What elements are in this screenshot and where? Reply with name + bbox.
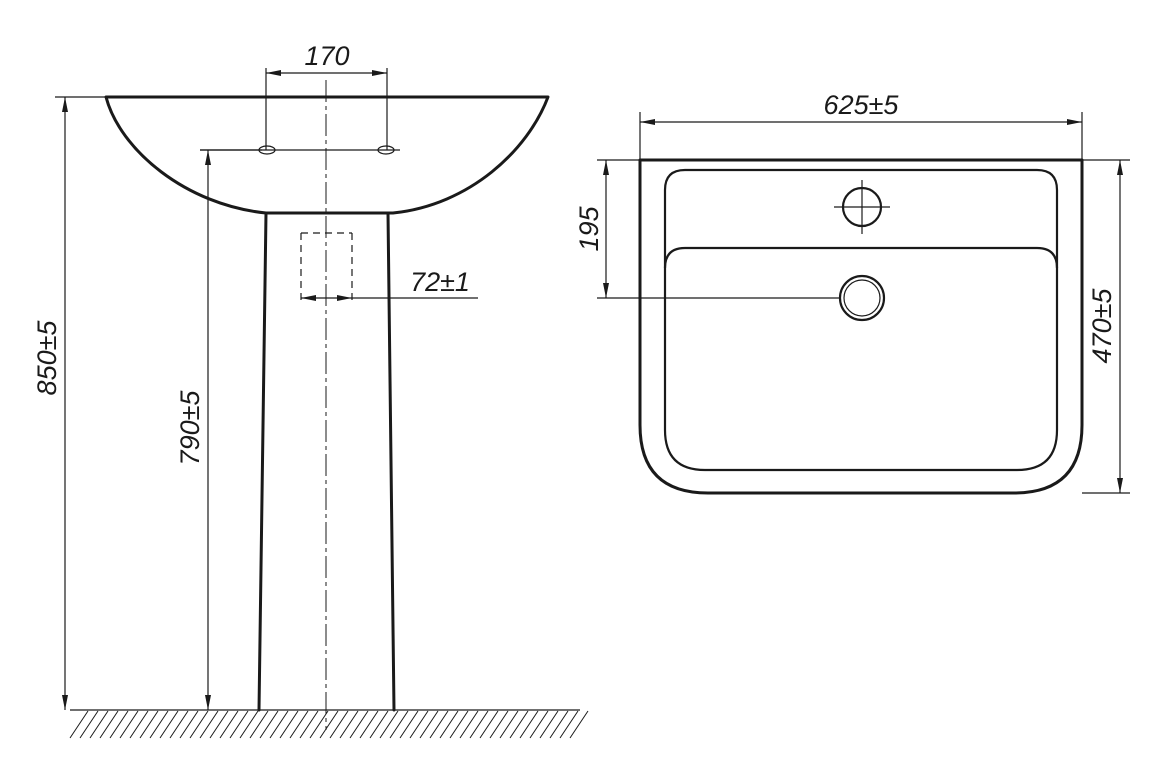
hatch-line <box>419 710 439 739</box>
dimension-label-pedestal-height: 790±5 <box>175 390 205 466</box>
dimension-tap-hole-spacing: 170 <box>265 41 388 150</box>
hatch-line <box>269 710 289 739</box>
hatch-line <box>129 710 149 739</box>
dimension-basin-depth: 470±5 <box>1082 159 1130 494</box>
dimension-label-drain-offset: 195 <box>574 205 604 251</box>
hatch-line <box>279 710 299 739</box>
hatch-line <box>299 710 319 739</box>
pedestal-outline <box>257 211 396 712</box>
hatch-line <box>359 710 379 739</box>
dimension-label-drain-diameter: 72±1 <box>410 267 470 297</box>
hatch-line <box>369 710 389 739</box>
hatch-line <box>479 710 499 739</box>
hatch-line <box>179 710 199 739</box>
hatch-line <box>329 710 349 739</box>
hatch-line <box>159 710 179 739</box>
dimension-pedestal-height: 790±5 <box>175 149 262 710</box>
hatch-line <box>519 710 539 739</box>
dimension-overall-height: 850±5 <box>32 96 106 710</box>
top-view: 625±5 195 470±5 <box>574 90 1130 495</box>
hatch-line <box>119 710 139 739</box>
hatch-line <box>559 710 579 739</box>
hatch-line <box>549 710 569 739</box>
hatch-line <box>309 710 329 739</box>
hatch-line <box>539 710 559 739</box>
dimension-label-tap-hole-spacing: 170 <box>304 41 349 71</box>
hatch-line <box>169 710 189 739</box>
basin-bowl-outline <box>104 95 550 215</box>
hatch-line <box>319 710 339 739</box>
hatch-line <box>89 710 109 739</box>
basin-outer-outline <box>638 158 1084 495</box>
hatch-line <box>429 710 449 739</box>
hatch-line <box>239 710 259 739</box>
hatch-line <box>219 710 239 739</box>
hatch-line <box>409 710 429 739</box>
hatch-line <box>509 710 529 739</box>
dimension-drain-diameter: 72±1 <box>301 267 478 301</box>
hatch-line <box>459 710 479 739</box>
hatch-line <box>379 710 399 739</box>
hatch-line <box>469 710 489 739</box>
hatch-line <box>229 710 249 739</box>
hatch-line <box>189 710 209 739</box>
hatch-line <box>79 710 99 739</box>
basin-inner-rim <box>663 168 1059 472</box>
dimension-drain-offset: 195 <box>574 159 840 299</box>
hatch-line <box>489 710 509 739</box>
hatch-line <box>349 710 369 739</box>
hatch-line <box>209 710 229 739</box>
drain-hole-outer <box>838 274 886 322</box>
dimension-basin-width: 625±5 <box>639 90 1083 160</box>
hatch-line <box>499 710 519 739</box>
hatch-line <box>289 710 309 739</box>
hatch-line <box>449 710 469 739</box>
front-view: 170 72±1 850±5 790±5 <box>32 41 589 739</box>
bowl-divider <box>663 246 1059 269</box>
hatch-line <box>399 710 419 739</box>
hatch-line <box>149 710 169 739</box>
hatch-line <box>249 710 269 739</box>
floor-hatching <box>69 710 589 739</box>
hatch-line <box>69 710 89 739</box>
hatch-line <box>389 710 409 739</box>
dimension-label-overall-height: 850±5 <box>32 320 62 396</box>
hatch-line <box>339 710 359 739</box>
hatch-line <box>569 710 589 739</box>
hatch-line <box>139 710 159 739</box>
drain-hole-inner <box>843 279 881 317</box>
hatch-line <box>109 710 129 739</box>
dimension-label-basin-width: 625±5 <box>824 90 900 120</box>
hatch-line <box>439 710 459 739</box>
hatch-line <box>99 710 119 739</box>
hatch-line <box>199 710 219 739</box>
dimension-label-basin-depth: 470±5 <box>1087 288 1117 364</box>
hatch-line <box>529 710 549 739</box>
hatch-line <box>259 710 279 739</box>
